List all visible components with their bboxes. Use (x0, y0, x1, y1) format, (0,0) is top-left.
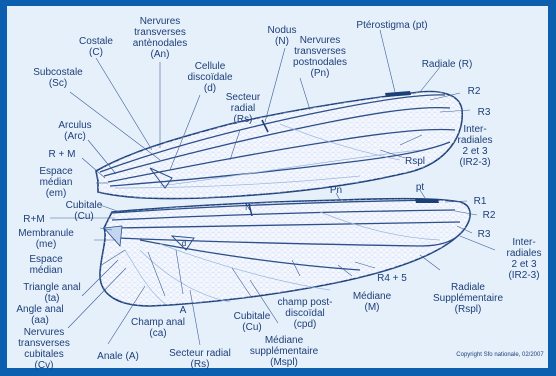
label-r3-bottom: R3 (478, 229, 491, 240)
label-mediane: Médiane(M) (353, 291, 392, 313)
label-r4-5: R4 + 5 (377, 273, 407, 284)
forewing (96, 91, 462, 199)
label-triangle-anal: Triangle anal(ta) (23, 282, 80, 304)
label-rspl-top: Rspl (405, 156, 425, 167)
label-r1: R1 (474, 196, 487, 207)
label-pterostigma: Ptérostigma (pt) (356, 20, 427, 31)
label-cubitale-top: Cubitale(Cu) (66, 200, 103, 222)
label-arculus: Arculus(Arc) (58, 120, 91, 142)
hindwing (100, 199, 470, 306)
copyright: Copyright Sfo nationale, 02/2007 (456, 352, 544, 358)
label-champ-postdiscoidal: champ post-discoïdal(cpd) (277, 297, 332, 330)
label-cubitale-bottom: Cubitale(Cu) (234, 311, 271, 333)
label-membranule: Membranule(me) (18, 228, 74, 250)
label-nodus: Nodus(N) (268, 25, 297, 47)
label-subcostale: Subcostale(Sc) (33, 67, 83, 89)
hindwing-pterostigma (415, 199, 439, 203)
label-champ-anal: Champ anal(ca) (131, 317, 185, 339)
label-costale: Costale(C) (79, 36, 113, 58)
label-r2-bottom: R2 (483, 210, 496, 221)
label-pn: Pn (330, 185, 342, 196)
label-secteur-radial-bottom: Secteur radial(Rs) (169, 348, 231, 370)
label-anale: Anale (A) (97, 351, 139, 362)
label-r3-top: R3 (478, 107, 491, 118)
label-pt: pt (416, 182, 425, 193)
label-r-m-bottom: R+M (23, 214, 44, 225)
label-d: d (182, 239, 186, 248)
label-r2-top: R2 (468, 86, 481, 97)
label-r-m-top: R + M (49, 149, 76, 160)
label-a: A (180, 305, 187, 316)
label-n: N (245, 203, 251, 212)
label-radiale: Radiale (R) (422, 59, 473, 70)
label-angle-anal: Angle anal(aa) (16, 304, 63, 326)
